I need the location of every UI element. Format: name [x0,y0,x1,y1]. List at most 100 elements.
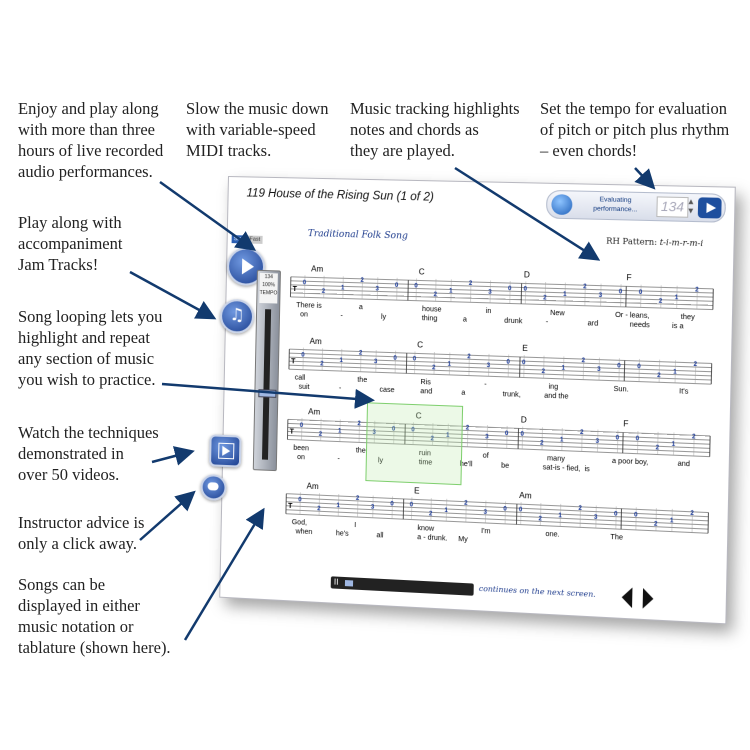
fret-number: 0 [519,507,523,513]
evaluate-play-button[interactable] [697,197,722,219]
chord-label: E [522,344,528,353]
progress-thumb[interactable] [344,580,354,587]
lyric-line-2: he's [336,530,349,538]
callout-slow-music: Slow the music down with variable-speed … [186,99,329,160]
tab-string-line [288,423,710,440]
fret-number: 2 [578,506,582,512]
fret-number: 2 [654,521,658,527]
lyric-line-1: house [422,306,442,314]
tab-clef: T [290,428,295,435]
tempo-slider[interactable]: 134 100% TEMPO [252,269,281,472]
tab-string-line [287,439,709,456]
fret-number: 0 [300,423,304,429]
fret-number: 0 [411,427,415,433]
fret-number: 0 [414,283,418,289]
lyric-line-1: the [357,377,367,384]
lyric-line-1: a [359,304,363,311]
lyric-line-1: I [354,522,356,529]
callout-tracking: Music tracking highlights notes and chor… [350,99,520,160]
fret-number: 3 [594,515,598,521]
fret-number: 1 [673,369,677,375]
lyric-line-2: - [339,385,342,392]
pause-icon[interactable]: II [333,577,339,587]
tab-fast[interactable]: Fast [247,235,263,244]
prev-page-icon[interactable] [621,586,633,609]
lyric-line-2: on [297,454,305,461]
fret-number: 1 [447,362,451,368]
fret-number: 0 [503,506,507,512]
lyric-line-2: all [376,532,384,539]
fret-number: 0 [303,280,307,286]
callout-looping: Song looping lets you highlight and repe… [18,307,163,389]
fret-number: 1 [563,292,567,298]
lyric-line-2: suit [299,384,310,391]
chord-label: D [524,270,530,279]
tab-string-line [289,353,711,367]
continues-note: continues on the next screen. [478,583,596,599]
lyric-line-2: ly [378,457,384,464]
chord-label: Am [308,407,321,417]
fret-number: 3 [485,434,489,440]
fret-number: 2 [464,501,468,507]
next-page-icon[interactable] [642,588,654,610]
tab-string-line [289,349,711,363]
lyric-line-1: call [295,374,306,381]
tab-string-line [286,502,708,521]
lyric-line-1: - [484,381,487,388]
lyric-line-1: ing [548,384,558,392]
tempo-thumb[interactable] [258,389,277,398]
fret-number: 3 [372,430,376,436]
fret-number: 0 [506,360,510,366]
callout-live-audio: Enjoy and play along with more than thre… [18,99,164,181]
lyric-line-2: ard [588,320,599,328]
playback-progress-bar[interactable]: II [330,576,474,596]
fret-number: 2 [359,350,363,356]
evaluate-icon[interactable] [551,194,573,216]
fret-number: 2 [434,292,438,298]
video-button[interactable] [209,434,242,468]
fret-number: 0 [634,512,638,518]
tempo-stepper-icon[interactable]: ▲▼ [688,198,694,215]
fret-number: 2 [432,365,436,371]
fret-number: 0 [301,353,305,359]
jam-track-button[interactable]: ♫ [219,298,255,334]
rh-pattern: RH Pattern: t-i-m-r-m-i [606,236,703,248]
app-screen: 119 House of the Rising Sun (1 of 2) Eva… [200,176,736,625]
tab-string-line [288,427,710,444]
fret-number: 2 [583,284,587,290]
tab-clef: T [291,358,296,365]
fret-number: 0 [392,426,396,432]
fret-number: 1 [558,513,562,519]
instructor-button[interactable] [200,473,227,501]
tab-slow[interactable]: Slow [231,235,248,244]
chord-label: Am [306,481,319,491]
fret-number: 0 [639,290,643,296]
fret-number: 0 [395,283,399,289]
fret-number: 2 [542,369,546,375]
tempo-input[interactable]: 134 [656,196,689,218]
tab-string-line [286,498,708,517]
chord-label: Am [310,337,323,346]
evaluation-panel: Evaluating performance... 134 ▲▼ [545,189,727,223]
tab-clef: T [293,286,298,293]
fret-number: 0 [637,364,641,370]
tab-string-line [289,357,711,372]
fret-number: 2 [429,511,433,517]
fret-number: 0 [390,501,394,507]
rh-pattern-value: t-i-m-r-m-i [659,237,704,249]
chord-label: E [414,486,420,495]
fret-number: 2 [320,361,324,367]
lyric-line-2: drunk [504,318,523,326]
fret-number: 1 [675,295,679,301]
tab-string-line [288,435,710,452]
fret-number: 1 [561,366,565,372]
fret-number: 3 [597,367,601,373]
lyric-line-2: is a [672,323,684,331]
tempo-readout-label: TEMPO [259,289,278,297]
fret-number: 2 [467,354,471,360]
loop-selection[interactable] [365,402,464,486]
fret-number: 2 [357,421,361,427]
lyric-line-2: case [379,387,394,395]
fret-number: 3 [375,286,379,292]
